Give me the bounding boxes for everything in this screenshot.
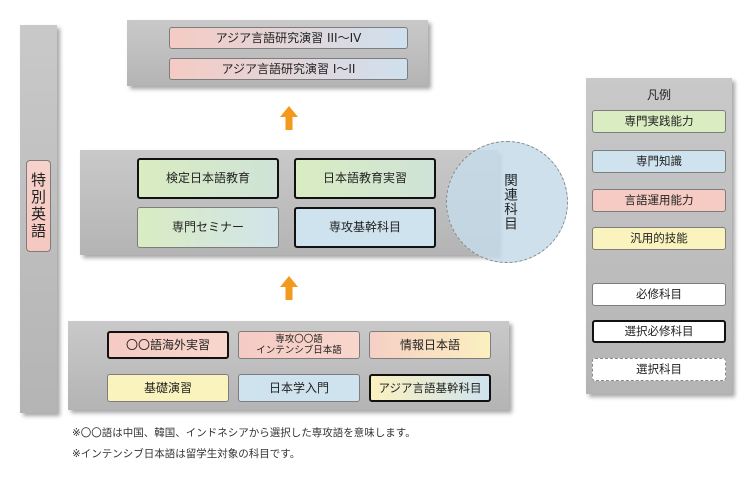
overseas-practicum: 〇〇語海外実習: [107, 331, 229, 359]
legend-title: 凡例: [646, 88, 671, 102]
footnote-language: ※〇〇語は中国、韓国、インドネシアから選択した専攻語を意味します。: [72, 427, 416, 439]
specialized-seminar: 専門セミナー: [137, 207, 279, 248]
intro-japanese-studies: 日本学入門: [238, 374, 360, 402]
major-language-intensive-japanese: 専攻〇〇語 インテンシブ日本語: [238, 331, 360, 359]
special-english-label: 特別英語: [26, 160, 51, 252]
footnote-intensive: ※インテンシブ日本語は留学生対象の科目です。: [72, 448, 301, 460]
legend-required: 必修科目: [592, 283, 726, 306]
related-subjects-label: 関連科目: [501, 173, 517, 231]
arrow-up-icon: [280, 106, 298, 130]
major-core-subjects: 専攻基幹科目: [294, 207, 436, 248]
legend-general-skill: 汎用的技能: [592, 227, 726, 250]
legend-language-skill: 言語運用能力: [592, 189, 726, 212]
asian-language-seminar-1-2: アジア言語研究演習 I〜II: [169, 58, 408, 80]
legend-elective: 選択科目: [592, 358, 726, 381]
asian-language-seminar-3-4: アジア言語研究演習 III〜IV: [169, 27, 408, 49]
japanese-teaching-practicum: 日本語教育実習: [294, 158, 436, 199]
intensive-japanese-line: インテンシブ日本語: [256, 345, 342, 356]
japanese-teaching-certification: 検定日本語教育: [137, 158, 279, 199]
related-subjects-circle: [446, 141, 568, 263]
major-language-line: 専攻〇〇語: [275, 334, 323, 345]
arrow-up-icon: [280, 276, 298, 300]
asian-language-core-subjects: アジア言語基幹科目: [369, 374, 491, 402]
legend-specialized-knowledge: 専門知識: [592, 150, 726, 173]
legend-specialized-practice: 専門実践能力: [592, 110, 726, 133]
information-japanese: 情報日本語: [369, 331, 491, 359]
basic-seminar: 基礎演習: [107, 374, 229, 402]
legend-elective-required: 選択必修科目: [592, 320, 726, 343]
